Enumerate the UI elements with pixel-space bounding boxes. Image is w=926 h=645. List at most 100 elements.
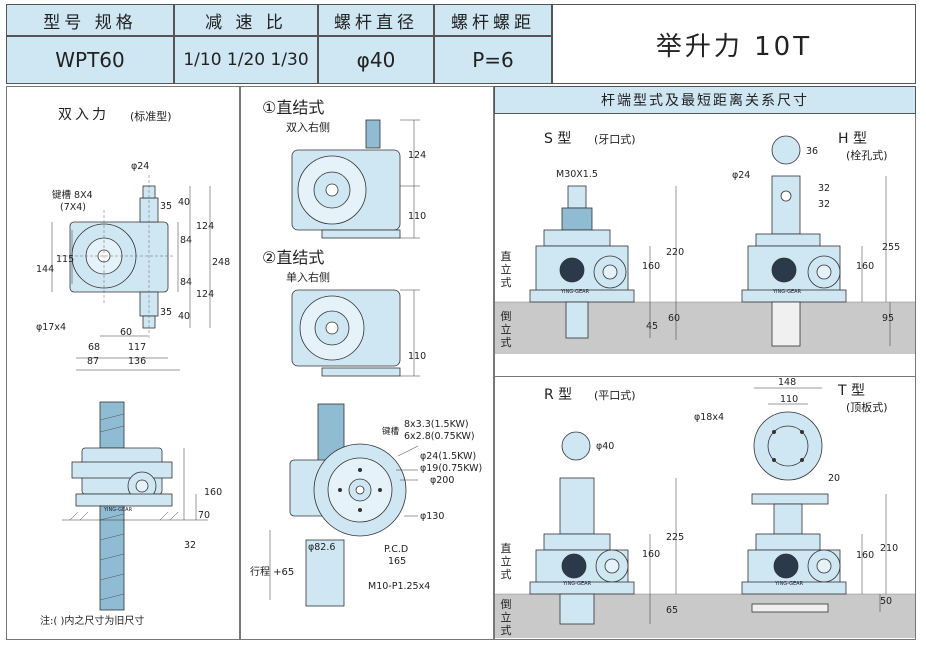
dim-115: 115 bbox=[56, 254, 75, 265]
dim-160-left: 160 bbox=[204, 487, 223, 498]
h-dim-32-b: 32 bbox=[818, 199, 831, 210]
t-dim-110: 110 bbox=[780, 394, 799, 405]
type2-dim-110: 110 bbox=[408, 351, 427, 362]
dim-144: 144 bbox=[36, 264, 55, 275]
h-dim-160: 160 bbox=[856, 261, 875, 272]
dim-32-left: 32 bbox=[184, 540, 197, 551]
t-dim-holes: φ18x4 bbox=[694, 412, 725, 423]
upright-label-top: 直立式 bbox=[500, 250, 512, 289]
s-type-thread: M30X1.5 bbox=[556, 169, 598, 180]
r-dim-160: 160 bbox=[642, 549, 661, 560]
h-dim-pin: φ24 bbox=[732, 170, 751, 181]
type1-dim-110: 110 bbox=[408, 211, 427, 222]
dim-117: 117 bbox=[128, 342, 147, 353]
s-type-title: S 型 bbox=[544, 131, 572, 147]
motor-shaft-2: φ19(0.75KW) bbox=[420, 463, 483, 474]
direct-coupled-panel bbox=[240, 86, 494, 640]
motor-pcd-label: P.C.D bbox=[384, 544, 409, 555]
r-type-subtitle: (平口式) bbox=[594, 389, 636, 402]
h-dim-36: 36 bbox=[806, 146, 819, 157]
h-dim-95: 95 bbox=[882, 313, 895, 324]
lift-screw-top bbox=[99, 401, 125, 449]
inverted-label-bottom: 倒立式 bbox=[500, 598, 512, 637]
dim-40-top: 40 bbox=[178, 197, 191, 208]
dim-35-bottom: 35 bbox=[160, 307, 173, 318]
pitch-value: P=6 bbox=[434, 36, 552, 84]
dim-shaft-dia: φ24 bbox=[131, 161, 150, 172]
stroke-label: 行程 +65 bbox=[250, 567, 295, 578]
t-dim-148: 148 bbox=[778, 377, 797, 388]
t-type-title: T 型 bbox=[838, 383, 866, 399]
s-type-subtitle: (牙口式) bbox=[594, 133, 636, 146]
brand-mark-r: YING-GEAR bbox=[563, 581, 592, 587]
dim-68: 68 bbox=[88, 342, 101, 353]
direct-type1-sub: 双入右侧 bbox=[286, 121, 330, 134]
model-header: 型号 规格 bbox=[6, 4, 174, 36]
dim-124-bottom: 124 bbox=[196, 289, 215, 300]
motor-shaft-1: φ24(1.5KW) bbox=[420, 451, 477, 462]
t-type-subtitle: (顶板式) bbox=[846, 401, 888, 414]
motor-bolt: M10-P1.25x4 bbox=[368, 581, 431, 592]
dim-124-top: 124 bbox=[196, 221, 215, 232]
brand-mark-t: YING-GEAR bbox=[775, 581, 804, 587]
t-dim-20: 20 bbox=[828, 473, 841, 484]
t-dim-50: 50 bbox=[880, 596, 893, 607]
direct-type2-sub: 单入右侧 bbox=[286, 271, 330, 284]
s-dim-60: 60 bbox=[668, 313, 681, 324]
ground-band-top bbox=[495, 302, 915, 354]
motor-pcd-value: 165 bbox=[388, 556, 407, 567]
dim-60: 60 bbox=[120, 327, 133, 338]
r-dim-40: φ40 bbox=[596, 441, 615, 452]
standard-type-subtitle: (标准型) bbox=[130, 110, 172, 123]
direct-type2-title: ②直结式 bbox=[262, 248, 325, 267]
dim-136: 136 bbox=[128, 356, 147, 367]
motor-flange-dia: φ200 bbox=[430, 475, 455, 486]
brand-mark-h: YING-GEAR bbox=[773, 289, 802, 295]
upright-label-bottom: 直立式 bbox=[500, 542, 512, 581]
type1-dim-124: 124 bbox=[408, 150, 427, 161]
r-type-title: R 型 bbox=[544, 387, 573, 403]
dim-35-top: 35 bbox=[160, 201, 173, 212]
motor-keyway-2: 6x2.8(0.75KW) bbox=[404, 431, 475, 442]
standard-type-title: 双入力 bbox=[58, 107, 109, 123]
dim-70-left: 70 bbox=[198, 510, 211, 521]
rod-end-banner: 杆端型式及最短距离关系尺寸 bbox=[494, 86, 916, 114]
brand-mark-left: YING-GEAR bbox=[104, 507, 133, 513]
motor-keyway-1: 8x3.3(1.5KW) bbox=[404, 419, 469, 430]
keyway-old-label: (7X4) bbox=[60, 202, 87, 213]
motor-screw-bottom bbox=[305, 539, 345, 607]
s-dim-220: 220 bbox=[666, 247, 685, 258]
s-dim-160: 160 bbox=[642, 261, 661, 272]
lift-capacity-title: 举升力 10T bbox=[552, 4, 916, 84]
old-dimension-note: 注:( )内之尺寸为旧尺寸 bbox=[40, 616, 145, 627]
diameter-header: 螺杆直径 bbox=[318, 4, 434, 36]
rod-end-divider bbox=[494, 376, 916, 377]
model-value: WPT60 bbox=[6, 36, 174, 84]
s-dim-45: 45 bbox=[646, 321, 659, 332]
ratio-value: 1/10 1/20 1/30 bbox=[174, 36, 318, 84]
dim-mount-holes: φ17x4 bbox=[36, 322, 67, 333]
direct-type1-title: ①直结式 bbox=[262, 98, 325, 117]
dim-40-bottom: 40 bbox=[178, 311, 191, 322]
standard-type-panel bbox=[6, 86, 240, 640]
lift-screw-bottom bbox=[99, 505, 125, 611]
t-type-plate bbox=[753, 411, 823, 481]
h-type-title: H 型 bbox=[838, 131, 867, 147]
inverted-label-top: 倒立式 bbox=[500, 310, 512, 349]
brand-mark-s: YING-GEAR bbox=[561, 289, 590, 295]
t-dim-210: 210 bbox=[880, 543, 899, 554]
r-dim-225: 225 bbox=[666, 532, 685, 543]
motor-screw-dia: φ82.6 bbox=[308, 542, 336, 553]
spec-header-table: 型号 规格 减 速 比 螺杆直径 螺杆螺距 WPT60 1/10 1/20 1/… bbox=[6, 4, 916, 84]
ratio-header: 减 速 比 bbox=[174, 4, 318, 36]
t-dim-160: 160 bbox=[856, 550, 875, 561]
keyway-label: 键槽 8X4 bbox=[52, 190, 93, 201]
r-dim-65: 65 bbox=[666, 605, 679, 616]
h-dim-255: 255 bbox=[882, 242, 901, 253]
motor-pilot-dia: φ130 bbox=[420, 511, 445, 522]
dim-84-bottom: 84 bbox=[180, 277, 193, 288]
dim-248: 248 bbox=[212, 257, 231, 268]
